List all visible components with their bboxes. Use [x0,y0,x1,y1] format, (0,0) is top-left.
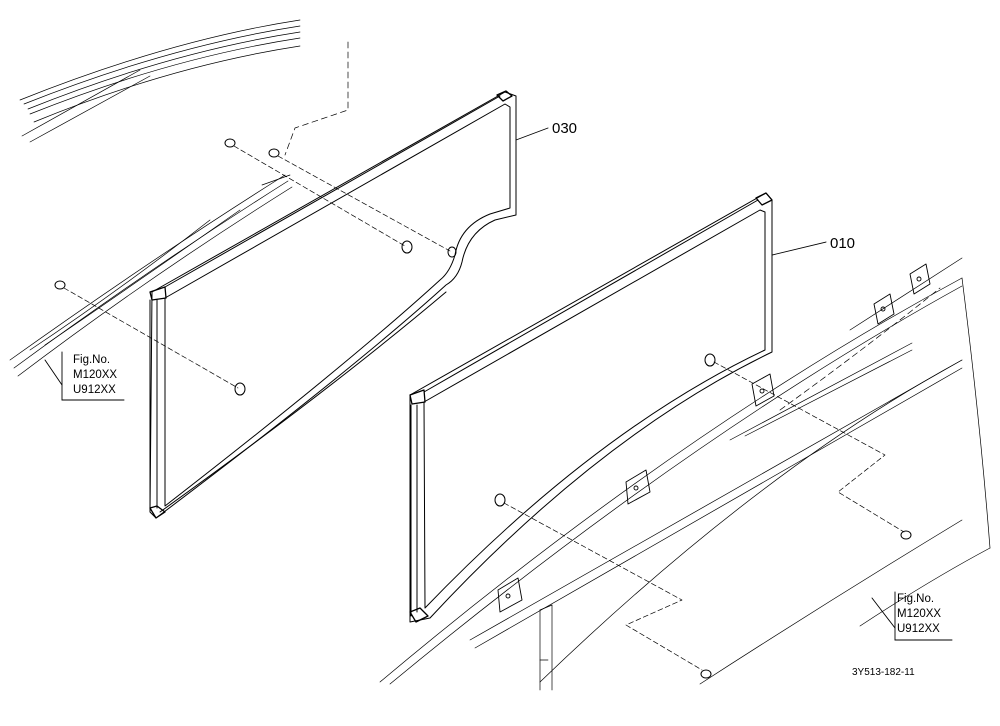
leader-030 [515,127,549,141]
cab-frame-upper-left [19,19,301,143]
grommet-4 [900,530,912,540]
rear-glass-030 [149,90,517,519]
grommet-5 [700,669,712,679]
cab-frame-left-pillar [9,174,293,377]
grommet-1 [54,280,66,290]
grommet-2 [224,138,236,148]
cab-frame-dashed-outline [284,41,349,156]
fig-ref-left-line1: M120XX [73,369,117,381]
cab-frame-dashed-lower [779,287,941,411]
leader-lines [515,127,827,256]
fig-ref-left-box [44,351,125,401]
fig-ref-right-label: Fig.No. [897,593,934,605]
side-glass-010 [409,192,773,623]
mounting-brackets [497,263,931,613]
grommet-3 [268,148,280,158]
callout-010: 010 [830,235,855,252]
drawing-number: 3Y513-182-11 [852,667,915,678]
leader-010 [771,241,827,256]
callout-030: 030 [552,120,577,137]
fig-ref-right-line1: M120XX [897,608,941,620]
explode-lines [63,145,905,671]
grommets [54,138,912,679]
fig-ref-right-line2: U912XX [897,623,940,635]
fig-ref-left-line2: U912XX [73,384,116,396]
fig-ref-right-box [871,591,953,641]
cab-frame-lower-right [379,257,991,691]
fig-ref-left-label: Fig.No. [73,354,110,366]
